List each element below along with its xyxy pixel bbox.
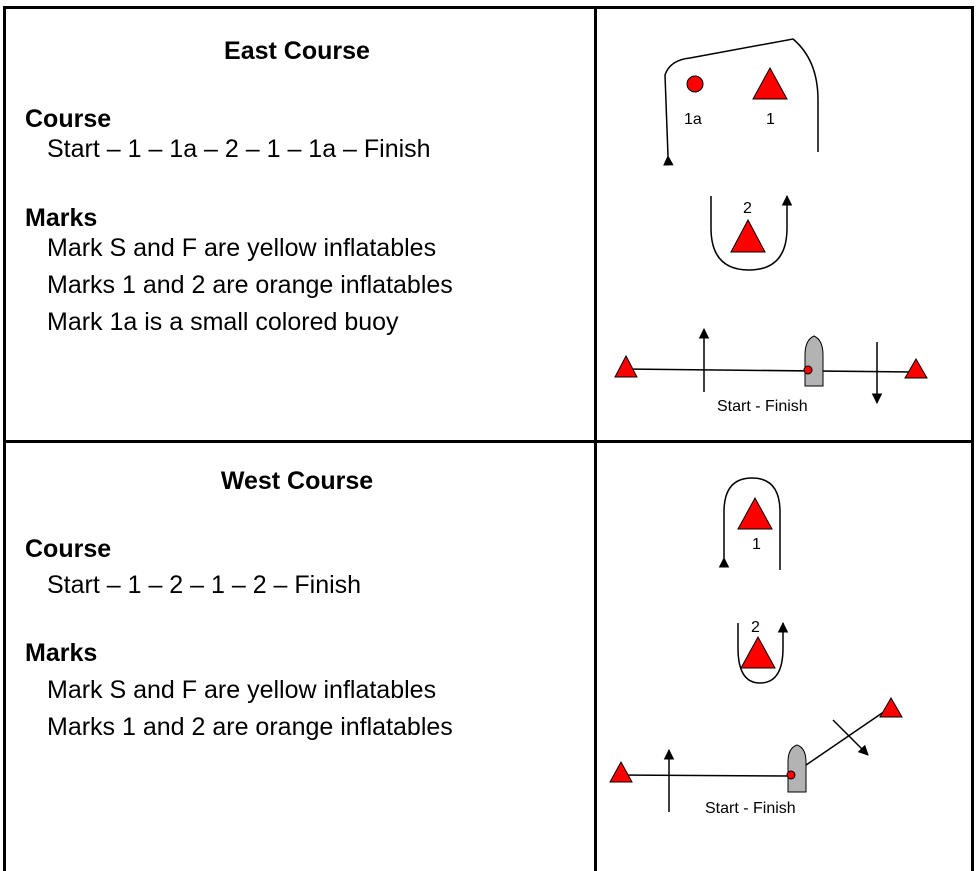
west-start-finish-label: Start - Finish (705, 800, 796, 817)
west-mark-line: Marks 1 and 2 are orange inflatables (47, 713, 453, 741)
west-finish-direction-arrow (832, 719, 869, 756)
east-rounding-path-1 (663, 38, 819, 166)
east-start-finish-label: Start - Finish (717, 398, 808, 415)
west-course-sequence: Start – 1 – 2 – 1 – 2 – Finish (47, 571, 362, 599)
west-mark-2-label: 2 (751, 619, 760, 636)
west-course-title: West Course (220, 467, 374, 495)
east-course-diagram: 1a 1 2 Start - Finish (614, 38, 928, 415)
west-course-diagram: 1 2 Start - Finish (609, 477, 903, 817)
west-course-heading: Course (25, 535, 112, 563)
west-committee-boat (787, 744, 807, 793)
east-marks-heading: Marks (25, 204, 98, 232)
east-course-title: East Course (224, 37, 370, 65)
mark-1a-label: 1a (684, 111, 702, 128)
mark-1 (752, 66, 788, 100)
east-start-finish-line (623, 368, 913, 373)
mark-2 (730, 218, 766, 253)
committee-boat-flag (803, 365, 813, 375)
start-pin-mark (614, 354, 638, 378)
finish-pin-mark (904, 358, 928, 379)
west-start-pin-mark (609, 760, 633, 783)
west-mark-1 (737, 496, 773, 530)
column-divider (594, 6, 597, 871)
west-mark-2 (740, 635, 776, 669)
west-mark-line: Mark S and F are yellow inflatables (47, 676, 437, 704)
west-rounding-path-1 (718, 477, 781, 570)
committee-boat (804, 335, 824, 387)
west-mark-1-label: 1 (752, 536, 761, 553)
east-course-heading: Course (25, 105, 112, 133)
row-divider (3, 440, 974, 443)
east-mark-line: Mark S and F are yellow inflatables (47, 234, 437, 262)
east-rounding-path-2 (710, 194, 793, 271)
west-finish-pin-mark (879, 697, 903, 718)
course-table (3, 6, 974, 871)
east-mark-line: Mark 1a is a small colored buoy (47, 308, 399, 336)
west-start-line (618, 774, 791, 777)
west-marks-heading: Marks (25, 639, 98, 667)
west-committee-boat-flag (786, 770, 796, 780)
mark-2-label: 2 (743, 200, 752, 217)
east-mark-line: Marks 1 and 2 are orange inflatables (47, 271, 453, 299)
mark-1a-buoy (686, 75, 704, 93)
mark-1-label: 1 (766, 111, 775, 128)
west-rounding-path-2 (737, 621, 789, 684)
east-course-sequence: Start – 1 – 1a – 2 – 1 – 1a – Finish (47, 135, 431, 163)
